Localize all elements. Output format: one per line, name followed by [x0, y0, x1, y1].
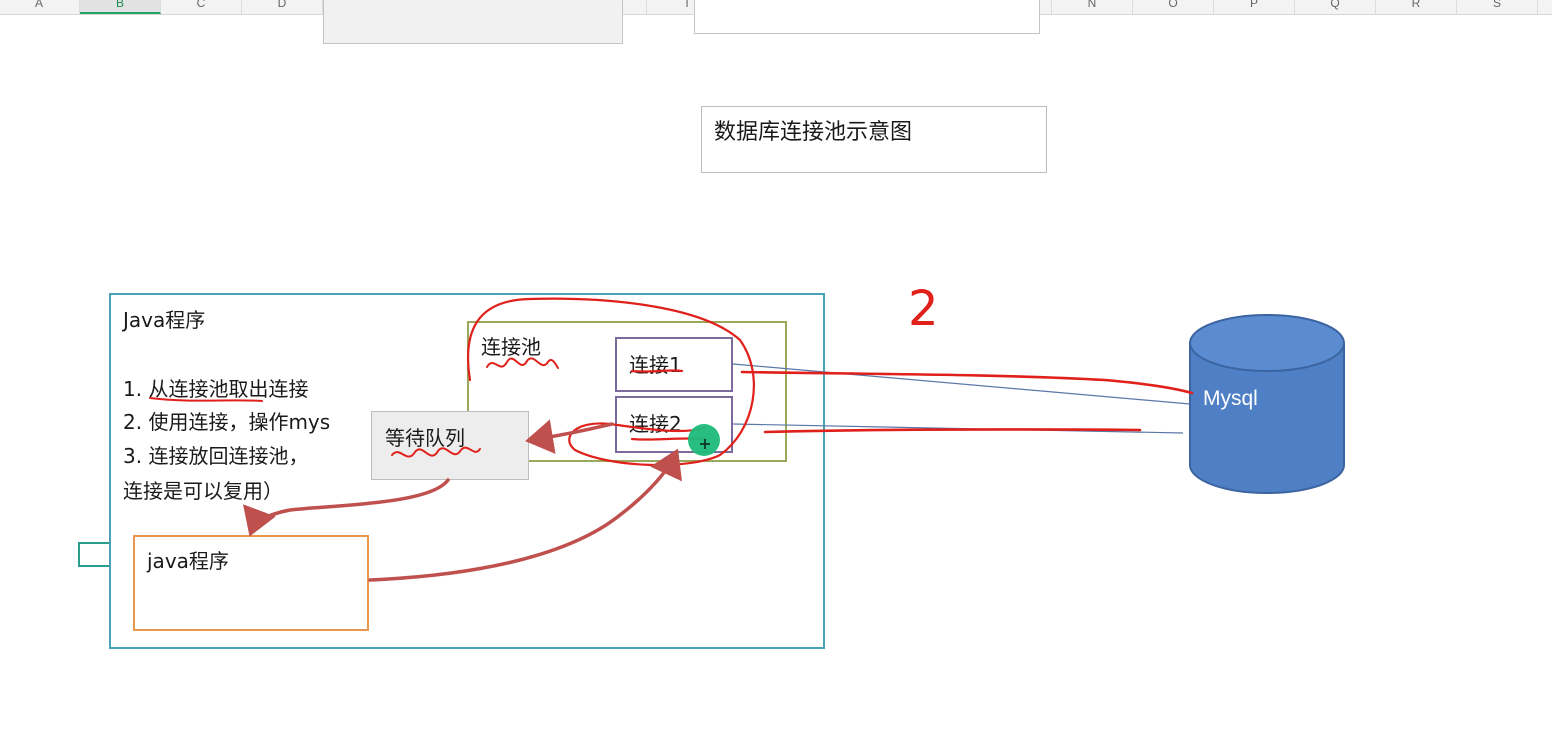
connection-pool-title: 连接池	[481, 335, 541, 359]
step-3: 3. 连接放回连接池，	[123, 444, 309, 468]
java-program-2-box[interactable]: java程序	[133, 535, 369, 631]
mysql-database-cylinder[interactable]: Mysql	[1189, 314, 1345, 494]
step-1: 1. 从连接池取出连接	[123, 377, 309, 401]
column-header-c[interactable]: C	[161, 0, 242, 14]
column-header-o[interactable]: O	[1133, 0, 1214, 14]
java-program-title: Java程序	[123, 308, 206, 332]
empty-shape-top-right[interactable]	[694, 0, 1040, 34]
step-2: 2. 使用连接，操作mys	[123, 410, 331, 434]
java-program-2-label: java程序	[147, 549, 229, 573]
left-edge-shape[interactable]	[78, 542, 111, 567]
database-label: Mysql	[1203, 387, 1258, 410]
wait-queue-label: 等待队列	[385, 426, 465, 450]
column-header-a[interactable]: A	[0, 0, 80, 14]
column-header-p[interactable]: P	[1214, 0, 1295, 14]
column-header-d[interactable]: D	[242, 0, 323, 14]
diagram-title-box[interactable]: 数据库连接池示意图	[701, 106, 1047, 173]
connection-2-box[interactable]: 连接2	[615, 396, 733, 453]
column-header-s[interactable]: S	[1457, 0, 1538, 14]
step-4: 连接是可以复用）	[123, 479, 283, 503]
column-header-r[interactable]: R	[1376, 0, 1457, 14]
wait-queue-box[interactable]: 等待队列	[371, 411, 529, 480]
connection-2-label: 连接2	[629, 412, 682, 436]
column-header-b[interactable]: B	[80, 0, 161, 14]
empty-shape-top-left[interactable]	[323, 0, 623, 44]
column-header-q[interactable]: Q	[1295, 0, 1376, 14]
connection-1-label: 连接1	[629, 353, 682, 377]
column-header-n[interactable]: N	[1052, 0, 1133, 14]
ink-annotation-number: 2	[908, 281, 939, 337]
connection-1-box[interactable]: 连接1	[615, 337, 733, 392]
diagram-title: 数据库连接池示意图	[714, 120, 913, 145]
